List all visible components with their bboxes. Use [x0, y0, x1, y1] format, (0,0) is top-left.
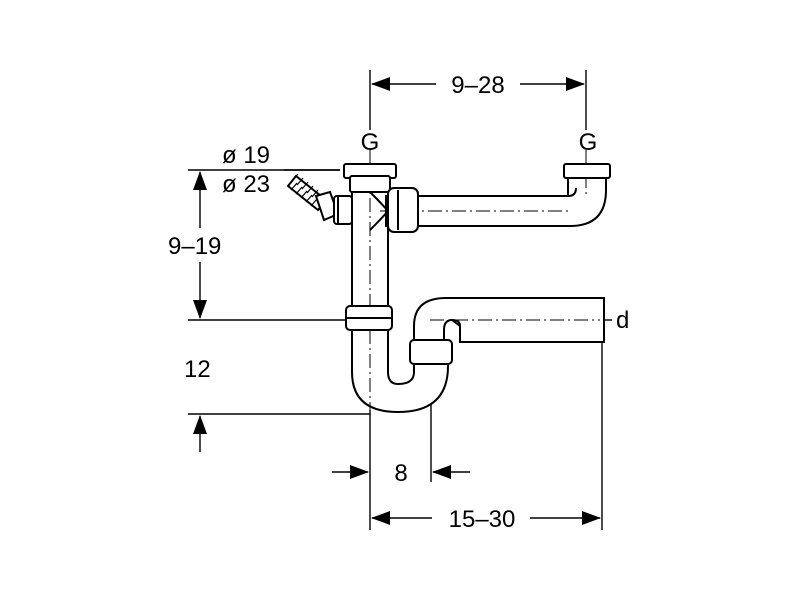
u-trap: [351, 329, 453, 414]
hose-connector: [286, 173, 353, 225]
thread-label-left: G: [361, 129, 380, 156]
dim-top-width: 9–28: [451, 72, 504, 99]
diameter-small-label: ø 19: [222, 142, 270, 169]
right-inlet-arm: [369, 150, 611, 233]
thread-label-right: G: [579, 129, 598, 156]
outlet-diameter-label: d: [616, 307, 629, 334]
dim-left-height: 9–19: [168, 233, 221, 260]
dim-trap-offset: 8: [394, 460, 407, 487]
labels: 9–28 G G ø 19 ø 23 9–19 12 d 8 15–30: [168, 72, 629, 533]
dim-trap-height: 12: [184, 356, 211, 383]
dim-outlet-length: 15–30: [449, 506, 516, 533]
siphon-body: [286, 150, 611, 414]
dimension-lines: [188, 70, 612, 530]
left-inlet-pipe: [343, 150, 397, 312]
outlet-pipe: [413, 297, 605, 343]
diameter-large-label: ø 23: [222, 171, 270, 198]
